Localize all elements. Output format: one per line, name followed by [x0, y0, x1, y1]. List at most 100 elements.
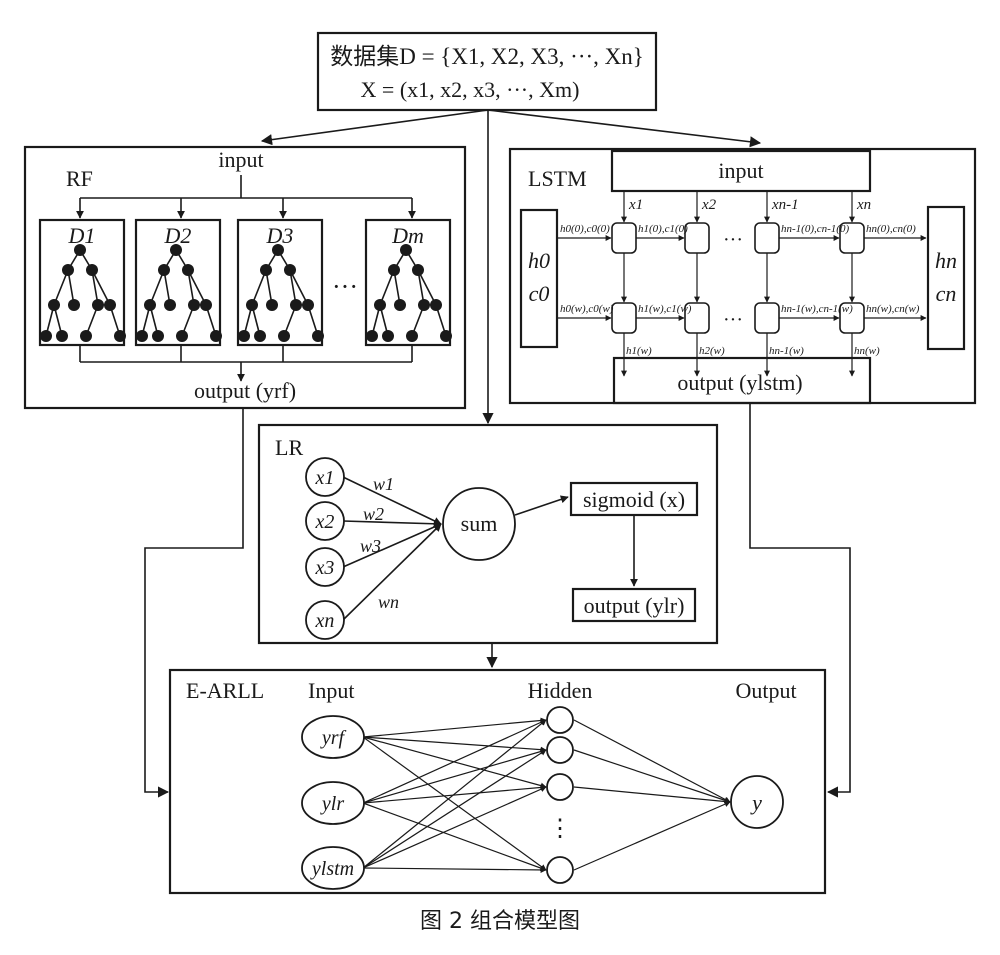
- earll-input-hidden-edge: [362, 719, 547, 804]
- lr-input-node-1: [305, 457, 345, 497]
- tree-node: [254, 330, 266, 342]
- tree-node: [164, 299, 176, 311]
- tree-node: [388, 264, 400, 276]
- lstm-state-label: h0(0),c0(0): [560, 223, 610, 235]
- lr-weight-label-2: w2: [363, 504, 384, 524]
- lr-sigmoid-box: sigmoid (x): [583, 487, 685, 512]
- lr-title: LR: [275, 435, 303, 460]
- tree-node: [406, 330, 418, 342]
- tree-node: [80, 330, 92, 342]
- tree-edge: [379, 269, 395, 306]
- earll-input-hidden-edge: [362, 802, 547, 871]
- lstm-input-2: x2: [701, 197, 717, 213]
- lr-output-box: output (ylr): [584, 593, 685, 618]
- lstm-cell-r2c1: [611, 302, 637, 334]
- earll-input-hidden-edge: [362, 866, 547, 873]
- earll-hidden-node-1: [546, 706, 574, 734]
- tree-node: [284, 264, 296, 276]
- lstm-cell-r1c2: [684, 222, 710, 254]
- figure-caption: 图 2 组合模型图: [420, 909, 580, 934]
- dataset-definition: 数据集D = {X1, X2, X3, ···, Xn}: [330, 44, 644, 69]
- tree-node: [92, 299, 104, 311]
- tree-node: [374, 299, 386, 311]
- tree-node: [400, 244, 412, 256]
- tree-node: [290, 299, 302, 311]
- earll-input-hidden-edge: [362, 786, 547, 869]
- tree-node: [272, 244, 284, 256]
- tree-box: [364, 218, 452, 347]
- tree-edge: [91, 269, 111, 306]
- lstm-panel: LSTM input h0 c0 hn cn x1h1(w)x2h2(w)xn-…: [508, 147, 977, 405]
- earll-hidden-node-4: [546, 856, 574, 884]
- earll-output-header: Output: [735, 678, 796, 703]
- tree-node: [176, 330, 188, 342]
- earll-input-node-1: [301, 715, 365, 759]
- lstm-cn: cn: [936, 281, 957, 306]
- tree-node: [210, 330, 222, 342]
- earll-hidden-output-edge: [573, 719, 731, 803]
- lstm-ellipsis: ···: [723, 229, 743, 251]
- tree-edge: [251, 269, 267, 306]
- lstm-hn: hn: [935, 248, 957, 273]
- tree-node: [182, 264, 194, 276]
- lr-input-node-2: [305, 501, 345, 541]
- tree-box: [236, 218, 324, 347]
- decision-tree-3: D3: [236, 218, 324, 347]
- lr-weight-label-1: w1: [373, 474, 394, 494]
- tree-edge: [187, 269, 207, 306]
- earll-input-hidden-edge: [362, 736, 547, 753]
- lstm-ellipsis: ···: [723, 309, 743, 331]
- tree-box: [134, 218, 222, 347]
- lstm-out-label-1: h1(w): [626, 345, 652, 357]
- lr-input-label-2: x2: [315, 511, 335, 533]
- tree-node: [418, 299, 430, 311]
- side-arrows: [144, 403, 851, 798]
- tree-node: [86, 264, 98, 276]
- earll-input-hidden-edge: [362, 748, 547, 804]
- lstm-input-label: input: [718, 158, 763, 183]
- earll-input-node-3: [301, 846, 365, 890]
- tree-label: Dm: [391, 223, 424, 248]
- earll-input-label-1: yrf: [320, 727, 347, 749]
- lstm-title: LSTM: [528, 166, 587, 191]
- tree-node: [260, 264, 272, 276]
- rf-tree-ellipsis: ···: [332, 272, 358, 301]
- tree-node: [48, 299, 60, 311]
- tree-node: [200, 299, 212, 311]
- lstm-out-label-4: hn(w): [854, 345, 880, 357]
- rf-output-label: output (yrf): [194, 378, 296, 403]
- lstm-c0: c0: [529, 281, 550, 306]
- lstm-cell-r2c2: [684, 302, 710, 334]
- earll-input-hidden-edge: [362, 784, 547, 804]
- lstm-state-label: hn(w),cn(w): [866, 303, 920, 315]
- tree-node: [430, 299, 442, 311]
- lstm-input-4: xn: [856, 197, 871, 213]
- tree-node: [312, 330, 324, 342]
- earll-input-header: Input: [308, 678, 354, 703]
- tree-node: [238, 330, 250, 342]
- tree-edge: [53, 269, 69, 306]
- tree-box: [38, 218, 126, 347]
- lr-weight-edge: [342, 523, 442, 568]
- dataset-box: 数据集D = {X1, X2, X3, ···, Xn} X = (x1, x2…: [316, 31, 658, 112]
- earll-input-hidden-edge: [362, 717, 547, 738]
- lstm-state-label: hn(0),cn(0): [866, 223, 916, 235]
- earll-hidden-output-edge: [573, 786, 731, 805]
- tree-node: [302, 299, 314, 311]
- earll-hidden-output-edge: [573, 801, 731, 871]
- tree-node: [104, 299, 116, 311]
- lr-input-node-4: [305, 600, 345, 640]
- earll-input-hidden-edge: [362, 736, 547, 871]
- feature-vector-definition: X = (x1, x2, x3, ···, Xm): [361, 77, 580, 102]
- earll-hidden-ellipsis: ⋮: [548, 816, 572, 842]
- decision-tree-2: D2: [134, 218, 222, 347]
- earll-hidden-header: Hidden: [528, 678, 593, 703]
- tree-node: [366, 330, 378, 342]
- tree-node: [114, 330, 126, 342]
- tree-node: [62, 264, 74, 276]
- tree-node: [278, 330, 290, 342]
- tree-node: [68, 299, 80, 311]
- lr-input-label-4: xn: [315, 610, 335, 632]
